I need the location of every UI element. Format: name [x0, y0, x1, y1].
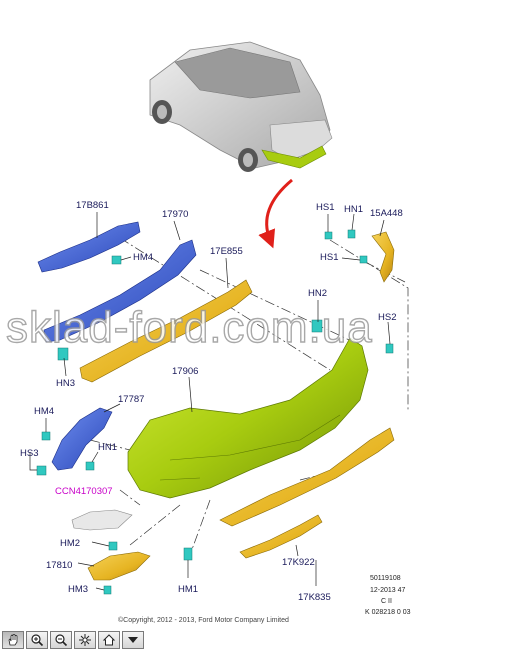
callout-17B861: 17B861: [76, 200, 109, 211]
menu-dropdown-button[interactable]: [122, 631, 144, 649]
callout-hs2: HS2: [378, 312, 396, 323]
callout-17787: 17787: [118, 394, 144, 405]
parts-exploded-diagram: 17B861 17970 HM4 17E855 HN3 HS1 HN1 15A4…: [5, 41, 411, 624]
direction-arrow: [258, 178, 293, 249]
pan-tool-button[interactable]: [2, 631, 24, 649]
home-button[interactable]: [98, 631, 120, 649]
callout-17K922: 17K922: [282, 557, 315, 568]
callout-hm4-top: HM4: [133, 252, 153, 263]
viewer-toolbar: [0, 630, 520, 650]
fit-view-button[interactable]: [74, 631, 96, 649]
callout-hm3: HM3: [68, 584, 88, 595]
callout-17970: 17970: [162, 209, 188, 220]
pan-hand-icon: [8, 634, 18, 646]
part-reflector-upper: [71, 509, 133, 531]
callout-hs1-top: HS1: [316, 202, 334, 213]
reference-line-3: C II: [381, 598, 392, 605]
fit-view-icon: [79, 634, 91, 646]
reference-line-1: 50119108: [370, 575, 401, 582]
callout-15A448: 15A448: [370, 208, 403, 219]
callout-ccn[interactable]: CCN4170307: [55, 486, 113, 497]
callout-17E855: 17E855: [210, 246, 243, 257]
part-17970-reinforcement: [43, 239, 197, 343]
leader-lines: [29, 212, 391, 591]
callout-hn1-top: HN1: [344, 204, 363, 215]
reference-line-4: K 028218 0 03: [365, 609, 411, 616]
part-15A448-clip: [371, 231, 395, 283]
callout-hs1-mid: HS1: [320, 252, 338, 263]
watermark-text: sklad-ford.com.ua: [6, 303, 373, 352]
callout-hm4-left: HM4: [34, 406, 54, 417]
part-17787-bracket: [51, 407, 113, 471]
zoom-in-icon: [31, 634, 44, 647]
part-17810-reflector: [87, 551, 151, 581]
callout-hn3: HN3: [56, 378, 75, 389]
copyright-text: ©Copyright, 2012 - 2013, Ford Motor Comp…: [118, 616, 289, 624]
fastener-clips: [36, 229, 394, 595]
home-icon: [102, 634, 116, 646]
callout-hs3: HS3: [20, 448, 38, 459]
dropdown-menu-icon: [128, 637, 138, 643]
callout-hn1-left: HN1: [98, 442, 117, 453]
part-17E855-beam: [79, 279, 253, 383]
zoom-out-icon: [55, 634, 68, 647]
callout-17K835: 17K835: [298, 592, 331, 603]
vehicle-illustration: [149, 41, 333, 172]
part-17B861-bracket: [37, 221, 141, 273]
callout-hm1: HM1: [178, 584, 198, 595]
callout-hn2: HN2: [308, 288, 327, 299]
part-17K922-trim: [239, 514, 323, 559]
callout-hm2: HM2: [60, 538, 80, 549]
part-17906-bumper-cover: [127, 337, 369, 499]
reference-line-2: 12-2013 47: [370, 587, 406, 594]
part-17K835-valance: [219, 427, 395, 527]
callout-17810: 17810: [46, 560, 72, 571]
zoom-out-button[interactable]: [50, 631, 72, 649]
callout-17906: 17906: [172, 366, 198, 377]
zoom-in-button[interactable]: [26, 631, 48, 649]
